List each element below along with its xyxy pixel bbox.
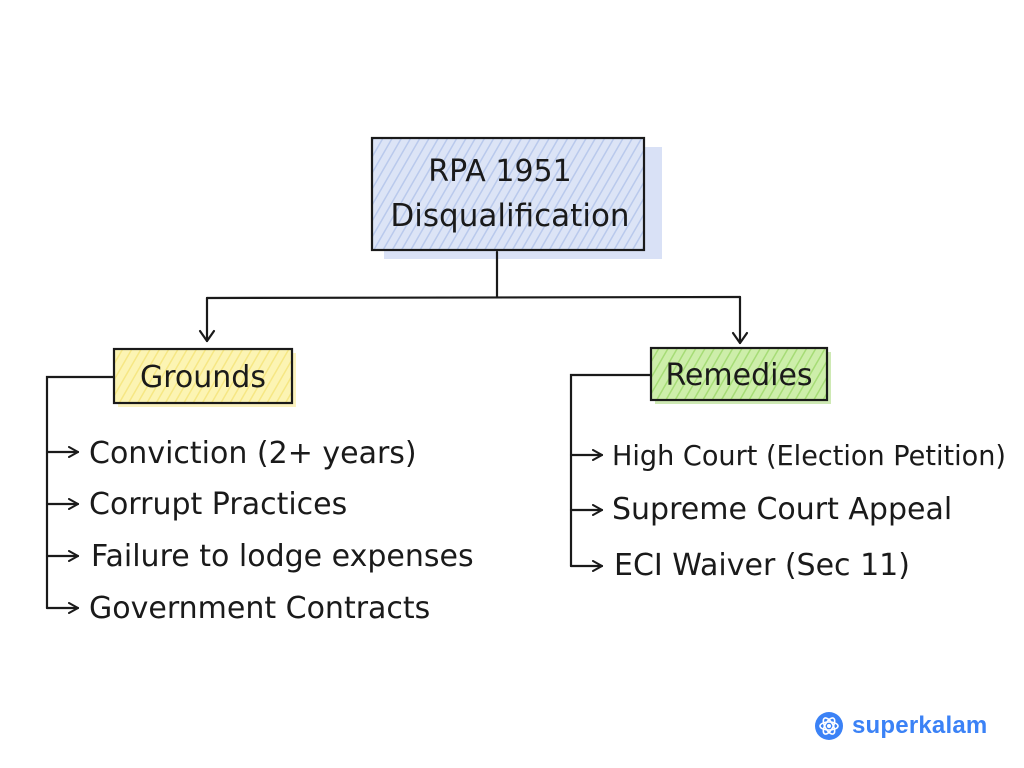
brand-watermark: superkalam bbox=[814, 708, 987, 744]
root-title-line1: RPA 1951 bbox=[428, 154, 571, 189]
root-connectors bbox=[198, 250, 749, 345]
grounds-list: Conviction (2+ years) Corrupt Practices … bbox=[89, 436, 474, 626]
grounds-title: Grounds bbox=[140, 360, 266, 395]
remedies-item-eci-waiver: ECI Waiver (Sec 11) bbox=[614, 548, 910, 583]
remedies-branch bbox=[569, 373, 653, 572]
grounds-item-conviction: Conviction (2+ years) bbox=[89, 436, 417, 471]
root-node: RPA 1951 Disqualification bbox=[370, 136, 662, 259]
remedies-item-high-court: High Court (Election Petition) bbox=[612, 439, 1006, 472]
grounds-item-government-contracts: Government Contracts bbox=[89, 591, 430, 626]
remedies-list: High Court (Election Petition) Supreme C… bbox=[612, 439, 1006, 583]
brand-name: superkalam bbox=[852, 712, 988, 739]
grounds-branch bbox=[45, 375, 116, 614]
grounds-item-failure-expenses: Failure to lodge expenses bbox=[91, 539, 474, 574]
remedies-item-supreme-court: Supreme Court Appeal bbox=[612, 492, 952, 527]
root-title-line2: Disqualification bbox=[390, 198, 629, 234]
remedies-node: Remedies bbox=[649, 346, 831, 404]
grounds-item-corrupt-practices: Corrupt Practices bbox=[89, 487, 347, 522]
superkalam-logo-icon bbox=[815, 712, 843, 740]
grounds-node: Grounds bbox=[112, 347, 296, 407]
remedies-title: Remedies bbox=[665, 358, 812, 393]
